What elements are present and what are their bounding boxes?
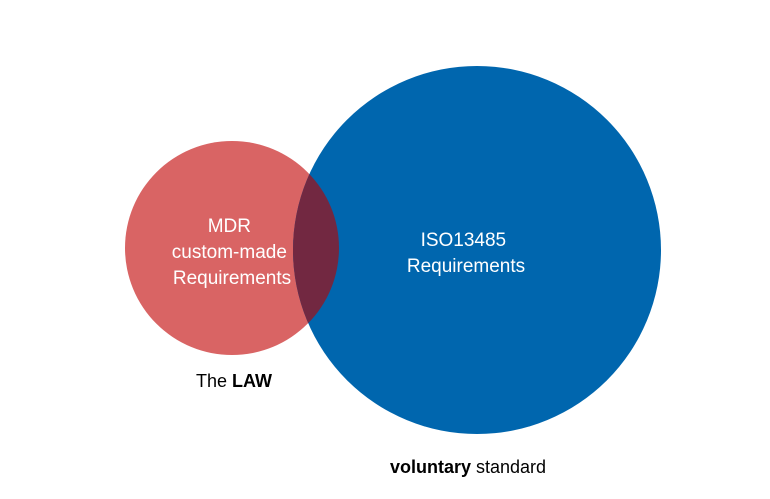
- law-label-line-3: Requirements: [173, 268, 291, 289]
- law-circle-label: MDR custom-made Requirements: [172, 216, 292, 289]
- mdr-law-circle: [125, 141, 339, 355]
- law-label-line-1: MDR: [208, 216, 251, 237]
- law-caption-bold: LAW: [232, 371, 273, 391]
- standard-caption: voluntary standard: [300, 457, 636, 478]
- iso13485-standard-circle: [293, 66, 661, 434]
- standard-circle-label: ISO13485 Requirements: [407, 230, 525, 277]
- standard-caption-suffix: standard: [470, 457, 547, 477]
- law-label-line-2: custom-made: [172, 242, 287, 263]
- law-caption-prefix: The: [195, 371, 233, 391]
- standard-caption-bold: voluntary: [389, 457, 471, 477]
- standard-label-line-1: ISO13485: [421, 230, 507, 251]
- standard-label-line-2: Requirements: [407, 256, 525, 277]
- law-caption: The LAW: [0, 371, 468, 392]
